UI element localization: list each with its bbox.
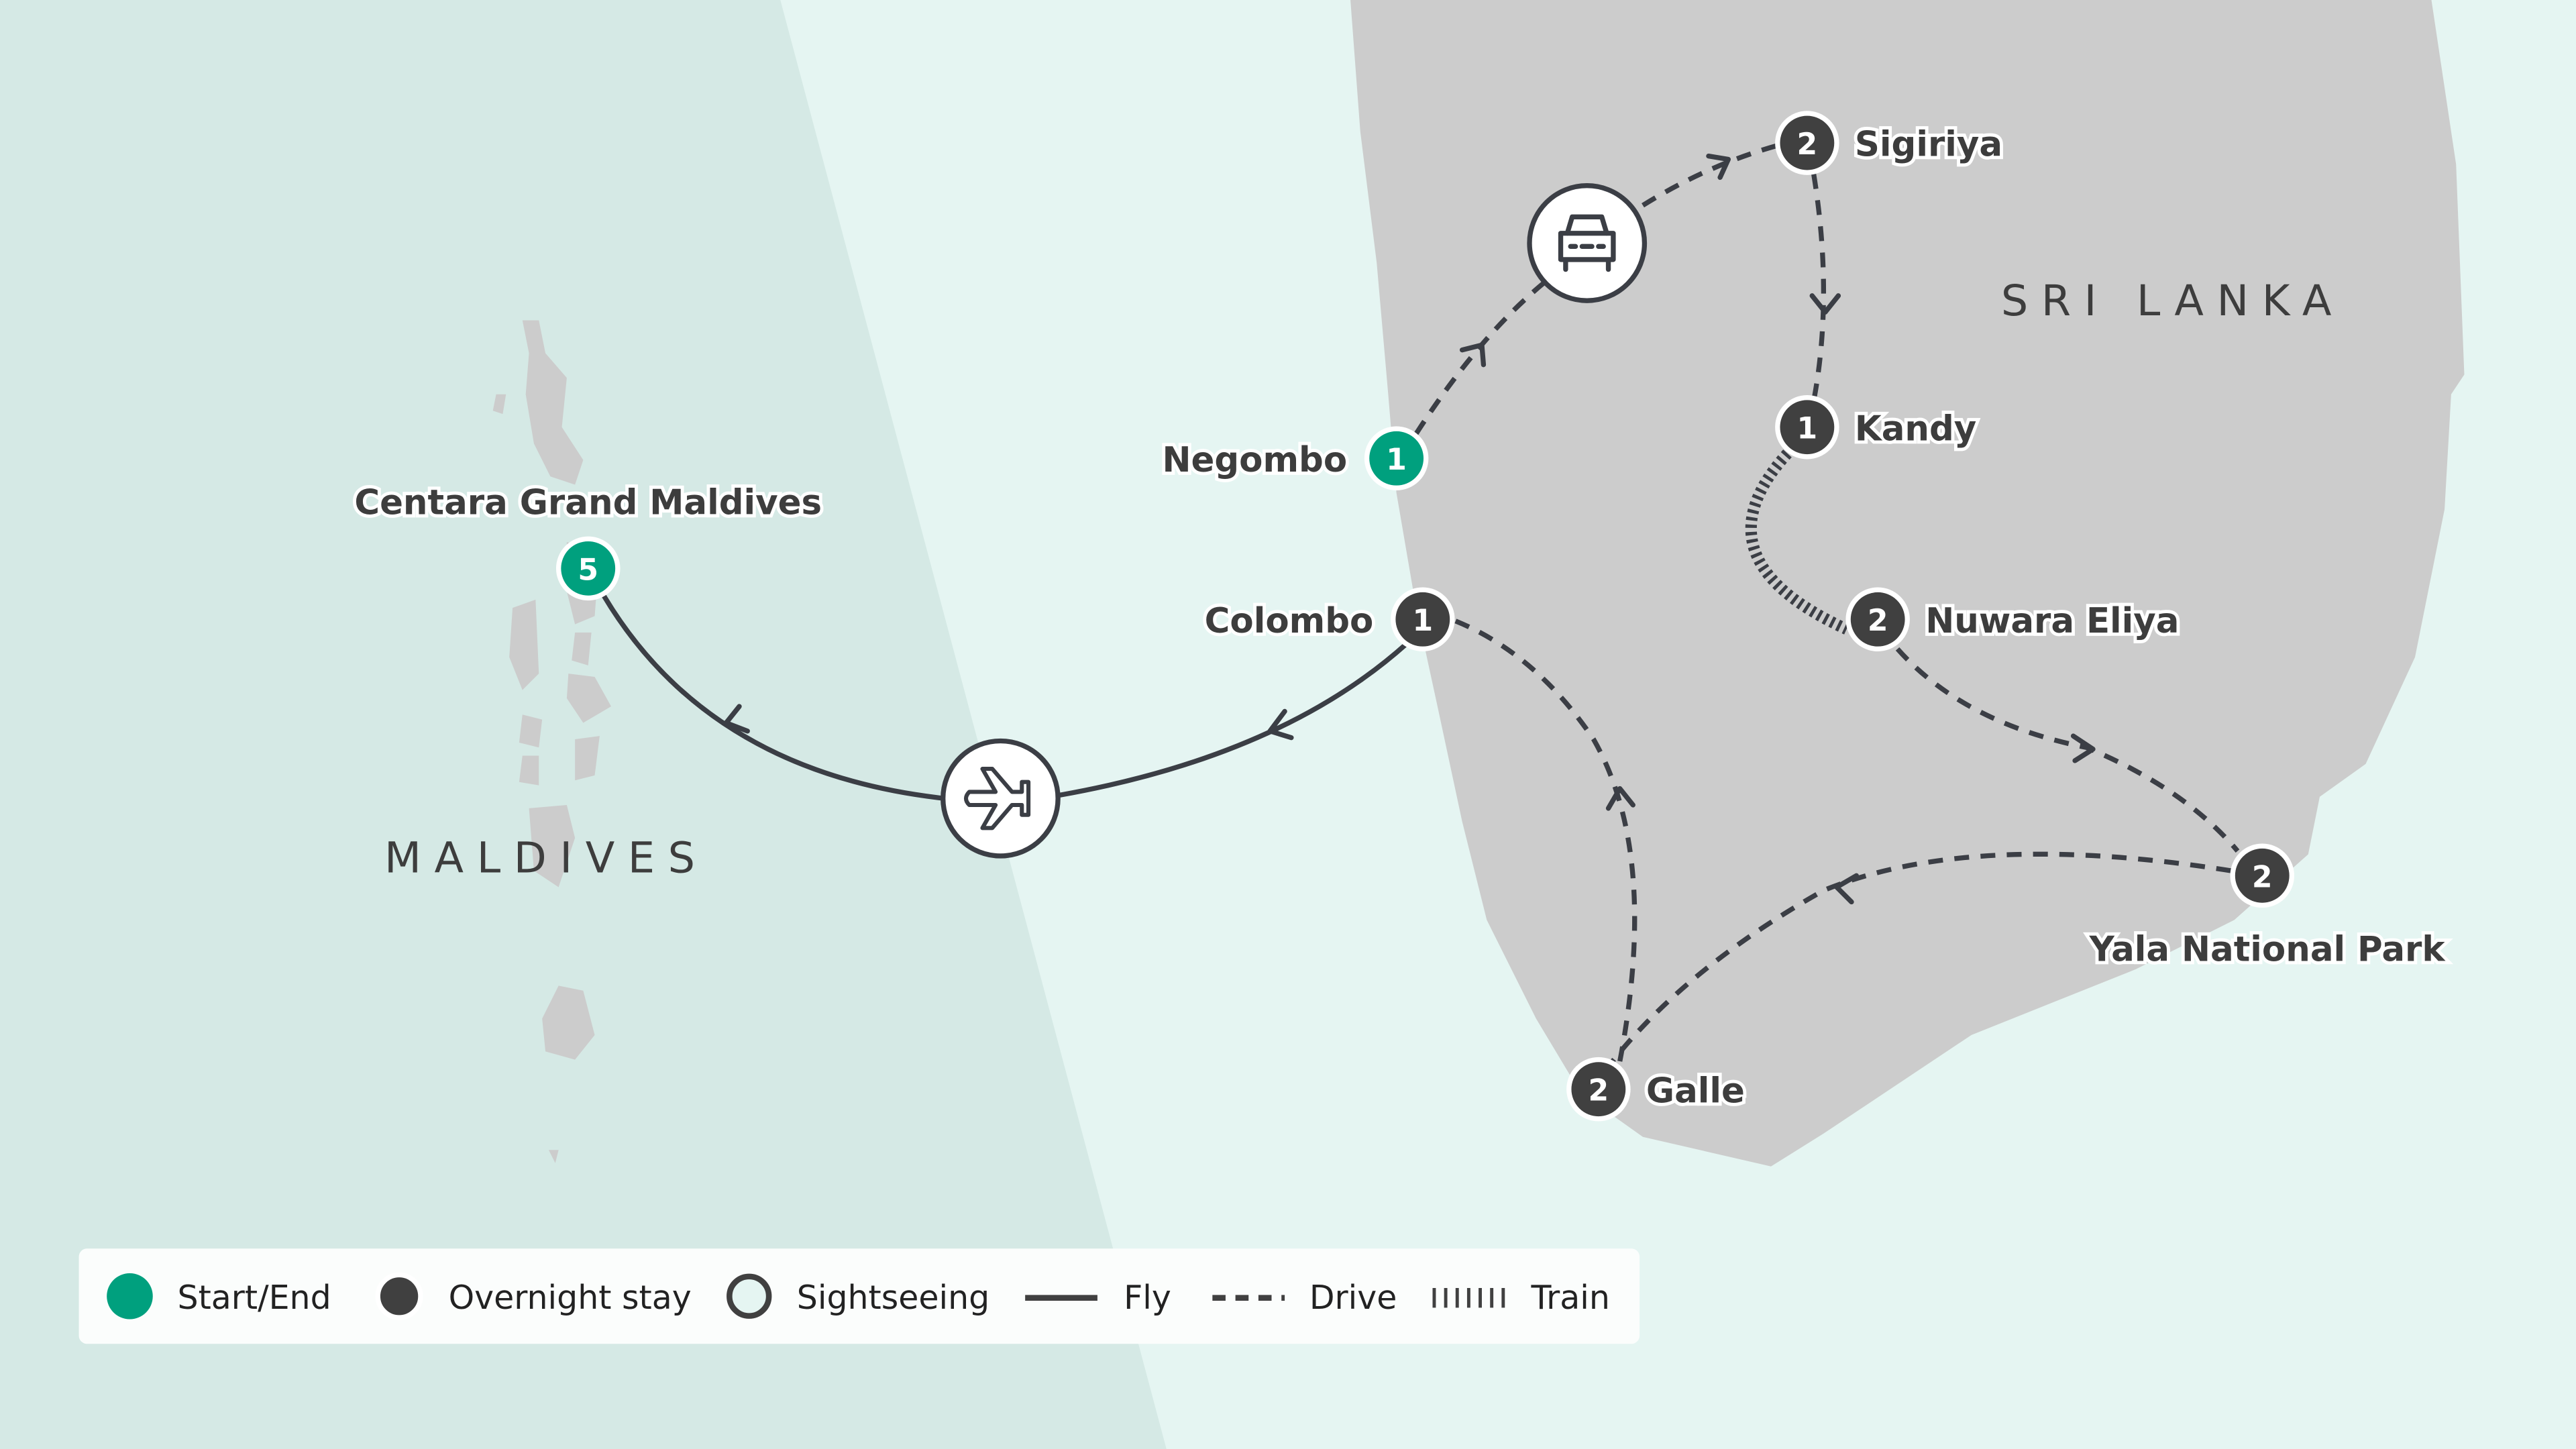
- legend-start-end: Start/End: [177, 1279, 331, 1317]
- legend-drive: Drive: [1309, 1279, 1397, 1317]
- stop-label: Nuwara Eliya: [1925, 601, 2179, 641]
- drive-route-galle-colombo: [1454, 619, 1638, 1062]
- stop-yala-national-park[interactable]: 2 Yala National Park: [2086, 843, 2449, 973]
- routes: [599, 142, 2240, 1067]
- arrowhead: [1834, 873, 1860, 905]
- stop-galle[interactable]: 2 Galle: [1566, 1057, 1748, 1122]
- arrowhead: [1459, 342, 1487, 368]
- arrowhead: [1267, 708, 1294, 741]
- arrowhead: [2070, 733, 2096, 763]
- arrowhead: [723, 704, 750, 734]
- nights-badge: 5: [578, 553, 598, 587]
- fly-route-maldives-plane: [599, 590, 945, 801]
- nights-badge: 2: [2252, 860, 2273, 894]
- nights-badge: 1: [1386, 443, 1407, 477]
- stop-label: Galle: [1646, 1071, 1745, 1111]
- stop-nuwara-eliya[interactable]: 2 Nuwara Eliya: [1845, 587, 2182, 652]
- stop-sigiriya[interactable]: 2 Sigiriya: [1775, 111, 2006, 175]
- country-label-maldives: MALDIVES: [384, 833, 708, 883]
- stop-label: Kandy: [1855, 409, 1976, 449]
- stop-negombo[interactable]: 1 Negombo: [1159, 426, 1429, 491]
- stop-kandy[interactable]: 1 Kandy: [1775, 394, 1980, 460]
- nights-badge: 2: [1797, 127, 1818, 162]
- nights-badge: 2: [1589, 1074, 1609, 1108]
- stop-label: Yala National Park: [2089, 930, 2447, 970]
- nights-badge: 1: [1412, 604, 1433, 638]
- drive-route-sigiriya-kandy: [1811, 174, 1827, 402]
- legend-fly: Fly: [1124, 1279, 1171, 1317]
- drive-route-car-sigiriya: [1642, 142, 1782, 208]
- arrowhead: [1706, 153, 1731, 180]
- legend-train: Train: [1530, 1279, 1610, 1317]
- fly-route-plane-colombo: [1059, 642, 1408, 798]
- arrowhead: [1605, 786, 1635, 811]
- maldives-islands: [492, 320, 612, 1163]
- stop-label: Centara Grand Maldives: [354, 483, 822, 523]
- country-label-sri-lanka: SRI LANKA: [2001, 276, 2345, 326]
- plane-icon: [941, 738, 1061, 859]
- start-end-marker-icon: [107, 1273, 153, 1320]
- stop-label: Negombo: [1162, 440, 1347, 480]
- overnight-marker-icon: [375, 1272, 423, 1320]
- sri-lanka-land: [1350, 0, 2465, 1167]
- car-icon: [1527, 183, 1648, 303]
- stop-label: Sigiriya: [1855, 125, 2002, 165]
- legend-overnight: Overnight stay: [449, 1279, 692, 1317]
- stop-centara-grand-maldives[interactable]: 5 Centara Grand Maldives: [351, 480, 825, 601]
- maldives-sea-band: [0, 0, 1167, 1449]
- legend-sightseeing: Sightseeing: [797, 1279, 990, 1317]
- arrowhead: [1809, 293, 1841, 315]
- stop-colombo[interactable]: 1 Colombo: [1201, 587, 1455, 652]
- legend: Start/End Overnight stay Sightseeing Fly…: [78, 1248, 1640, 1344]
- sightseeing-marker-icon: [727, 1273, 772, 1319]
- nights-badge: 1: [1797, 412, 1818, 446]
- stop-label: Colombo: [1205, 601, 1374, 641]
- nights-badge: 2: [1868, 604, 1888, 638]
